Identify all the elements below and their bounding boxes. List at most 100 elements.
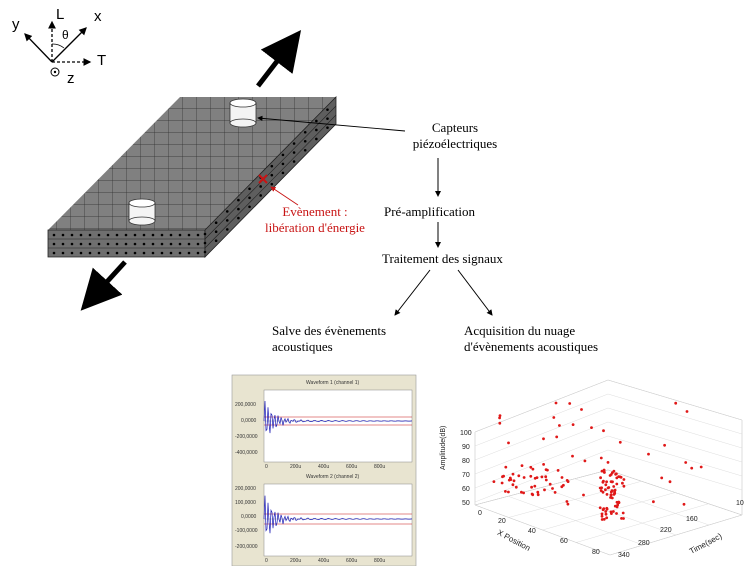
scatter3d-point bbox=[571, 423, 575, 426]
scatter3d-point bbox=[606, 461, 610, 464]
scatter3d-panel bbox=[474, 379, 743, 556]
scatter3d-point bbox=[536, 493, 540, 497]
w2-xtick: 400u bbox=[318, 558, 330, 564]
scatter3d-point bbox=[504, 490, 507, 493]
fiber-dot bbox=[303, 148, 307, 152]
fiber-dot bbox=[196, 233, 200, 237]
scatter3d-point bbox=[601, 508, 605, 512]
scatter3d-point bbox=[533, 484, 537, 488]
fiber-dot bbox=[124, 233, 128, 237]
fiber-dot bbox=[52, 242, 56, 246]
fiber-dot bbox=[151, 233, 155, 237]
scatter3d-point bbox=[684, 461, 688, 464]
axis-label-x: x bbox=[94, 8, 102, 25]
fiber-dot bbox=[79, 233, 83, 237]
fiber-dot bbox=[187, 251, 191, 255]
scatter3d-point bbox=[621, 511, 625, 515]
fiber-dot bbox=[115, 242, 119, 246]
flow-arrow-left bbox=[394, 269, 431, 316]
fiber-dot bbox=[133, 251, 137, 255]
w2-ytick: -200,0000 bbox=[235, 544, 258, 550]
scatter3d-point bbox=[542, 463, 545, 466]
w2-ytick: 100,0000 bbox=[235, 500, 256, 506]
scatter3d-point bbox=[605, 516, 609, 520]
w2-xtick: 0 bbox=[265, 558, 268, 564]
z-tick: 90 bbox=[462, 444, 470, 451]
fiber-dot bbox=[160, 242, 164, 246]
fiber-dot bbox=[326, 126, 329, 129]
fiber-dot bbox=[169, 242, 173, 246]
w2-ytick: 0,0000 bbox=[241, 514, 257, 520]
scatter3d-point bbox=[507, 441, 510, 445]
w2-xtick: 600u bbox=[346, 558, 358, 564]
fiber-dot bbox=[248, 205, 251, 209]
y-axis-arrow bbox=[24, 33, 53, 63]
scatter3d-point bbox=[565, 479, 569, 482]
x-tick: 80 bbox=[592, 549, 600, 556]
z-axis-circle bbox=[50, 67, 60, 77]
scatter3d-point bbox=[602, 479, 605, 483]
fiber-dot bbox=[160, 251, 164, 255]
scatter3d-point bbox=[558, 424, 561, 427]
scatter3d-point bbox=[511, 472, 515, 476]
composite-plate bbox=[47, 96, 337, 258]
fiber-dot bbox=[106, 233, 110, 237]
fiber-dots-side bbox=[203, 108, 329, 254]
scatter3d-point bbox=[501, 475, 504, 479]
fiber-dot bbox=[237, 216, 240, 220]
scatter3d-point bbox=[522, 476, 526, 479]
scatter3d-point bbox=[660, 476, 664, 480]
fiber-dot bbox=[292, 151, 296, 154]
scatter3d-point bbox=[610, 480, 614, 484]
scatter3d-point bbox=[531, 467, 535, 471]
scatter3d-point bbox=[617, 500, 621, 504]
scatter3d-point bbox=[610, 512, 613, 515]
label-burst: Salve des évènements acoustiques bbox=[272, 323, 387, 354]
label-cloud: Acquisition du nuage d'évènements acoust… bbox=[464, 323, 599, 354]
fiber-dot bbox=[178, 251, 182, 255]
fiber-dot bbox=[237, 207, 240, 211]
fiber-dot bbox=[259, 185, 262, 188]
scatter3d-point bbox=[599, 476, 602, 480]
label-event: Evènement : libération d'énergie bbox=[265, 204, 365, 235]
w1-xtick: 200u bbox=[290, 464, 302, 470]
scatter3d-point bbox=[604, 483, 608, 487]
fiber-dot bbox=[169, 233, 173, 237]
scatter3d-point bbox=[544, 478, 548, 482]
scatter3d-point bbox=[543, 488, 546, 492]
x-tick: 60 bbox=[560, 538, 568, 545]
w1-xtick: 400u bbox=[318, 464, 330, 470]
w1-xtick: 0 bbox=[265, 464, 268, 470]
axis-label-z: z bbox=[67, 70, 75, 87]
scatter3d-point bbox=[565, 500, 569, 503]
scatter3d-point bbox=[555, 435, 559, 439]
w1-ytick: -400,0000 bbox=[235, 450, 258, 456]
fiber-dot bbox=[303, 130, 307, 134]
scatter3d-point bbox=[529, 465, 533, 469]
fiber-dot bbox=[270, 164, 274, 168]
scatter3d-point bbox=[552, 416, 556, 419]
z-tick: 50 bbox=[462, 500, 470, 507]
scatter3d-point bbox=[610, 489, 614, 493]
fiber-dot bbox=[214, 221, 218, 224]
scatter3d-point bbox=[600, 486, 603, 490]
scatter3d-point bbox=[517, 474, 521, 478]
y-tick: 220 bbox=[660, 527, 672, 534]
scatter3d-point bbox=[542, 437, 545, 441]
fiber-dot bbox=[281, 171, 285, 175]
y-tick: 10 bbox=[736, 500, 744, 507]
fiber-dot bbox=[151, 242, 155, 246]
scatter3d-point bbox=[605, 480, 608, 484]
fiber-dot bbox=[326, 117, 329, 120]
scatter3d-point bbox=[601, 490, 605, 494]
fiber-dot bbox=[187, 242, 191, 246]
scatter3d-point bbox=[520, 490, 523, 494]
sensor-bottom bbox=[128, 198, 156, 226]
w2-ytick: 200,0000 bbox=[235, 486, 256, 492]
scatter3d-point bbox=[612, 510, 615, 513]
scatter3d-point bbox=[602, 468, 606, 472]
w2-ytick: -100,0000 bbox=[235, 528, 258, 534]
fiber-dot bbox=[248, 196, 251, 200]
waveform-panel bbox=[231, 374, 417, 566]
scatter3d-point bbox=[647, 452, 650, 456]
